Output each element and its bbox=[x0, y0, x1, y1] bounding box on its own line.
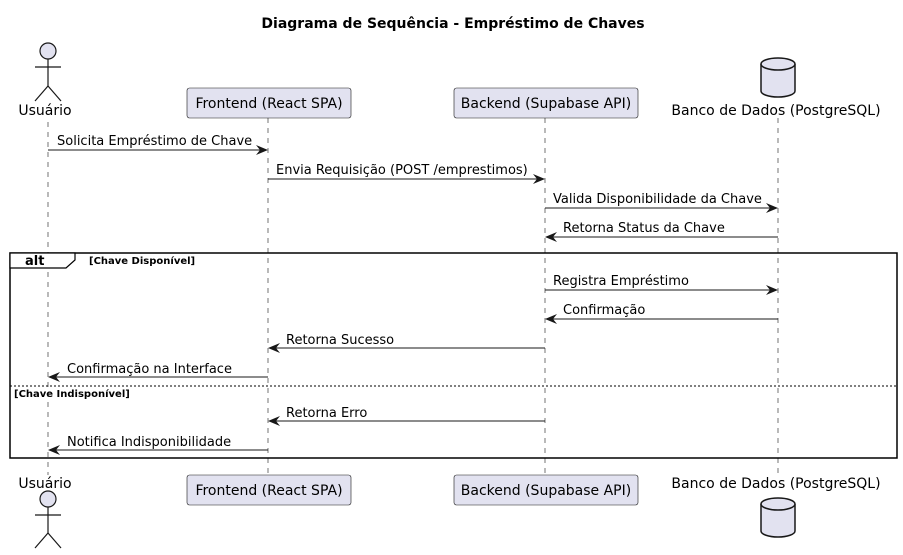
arrowhead bbox=[545, 314, 557, 324]
database-icon-bottom bbox=[760, 497, 796, 538]
alt-fragment: alt [Chave Disponível] [Chave Indisponív… bbox=[9, 252, 898, 459]
message-label: Registra Empréstimo bbox=[553, 274, 689, 289]
alt-frame bbox=[9, 252, 898, 459]
actor-icon bbox=[39, 490, 57, 508]
message-label: Retorna Erro bbox=[286, 406, 367, 421]
participant-label-backend-bottom: Backend (Supabase API) bbox=[461, 483, 631, 499]
participant-label-db-top: Banco de Dados (PostgreSQL) bbox=[671, 103, 880, 119]
messages: Solicita Empréstimo de Chave Envia Requi… bbox=[48, 134, 778, 455]
alt-guard-1: [Chave Disponível] bbox=[89, 255, 195, 267]
message-label: Solicita Empréstimo de Chave bbox=[57, 134, 252, 149]
participant-label-db-bottom: Banco de Dados (PostgreSQL) bbox=[671, 476, 880, 492]
arrowhead bbox=[256, 145, 268, 155]
actor-usuario-bottom bbox=[34, 490, 62, 549]
message-label: Retorna Sucesso bbox=[286, 333, 394, 348]
arrowhead bbox=[533, 174, 545, 184]
participant-label-frontend-bottom: Frontend (React SPA) bbox=[195, 483, 342, 499]
alt-guard-2: [Chave Indisponível] bbox=[14, 388, 130, 400]
participant-label-backend-top: Backend (Supabase API) bbox=[461, 96, 631, 112]
alt-keyword-tab bbox=[9, 252, 76, 269]
lifelines bbox=[47, 118, 779, 475]
arrowhead bbox=[545, 232, 557, 242]
message-label: Envia Requisição (POST /emprestimos) bbox=[276, 163, 528, 178]
actor-usuario-top bbox=[34, 42, 62, 102]
database-icon-top bbox=[760, 57, 796, 98]
participant-box-frontend-top bbox=[186, 87, 352, 119]
arrowhead bbox=[766, 285, 778, 295]
arrowhead bbox=[268, 343, 280, 353]
arrowhead bbox=[268, 416, 280, 426]
message-label: Confirmação bbox=[563, 303, 645, 318]
message-label: Valida Disponibilidade da Chave bbox=[553, 192, 762, 207]
participants-bottom: Usuário Frontend (React SPA) Backend (Su… bbox=[18, 474, 881, 549]
actor-icon bbox=[39, 42, 57, 60]
participant-box-backend-top bbox=[453, 87, 639, 119]
participant-label-frontend-top: Frontend (React SPA) bbox=[195, 96, 342, 112]
arrowhead bbox=[48, 372, 60, 382]
message-label: Retorna Status da Chave bbox=[563, 221, 725, 236]
alt-keyword: alt bbox=[25, 254, 44, 269]
participant-box-backend-bottom bbox=[453, 474, 639, 506]
participant-label-usuario-top: Usuário bbox=[18, 103, 71, 119]
participant-box-frontend-bottom bbox=[186, 474, 352, 506]
arrowhead bbox=[766, 203, 778, 213]
message-label: Notifica Indisponibilidade bbox=[67, 435, 231, 450]
message-label: Confirmação na Interface bbox=[67, 362, 232, 377]
participants-top: Usuário Frontend (React SPA) Backend (Su… bbox=[18, 42, 881, 119]
diagram-title: Diagrama de Sequência - Empréstimo de Ch… bbox=[261, 16, 644, 32]
participant-label-usuario-bottom: Usuário bbox=[18, 476, 71, 492]
arrowhead bbox=[48, 445, 60, 455]
